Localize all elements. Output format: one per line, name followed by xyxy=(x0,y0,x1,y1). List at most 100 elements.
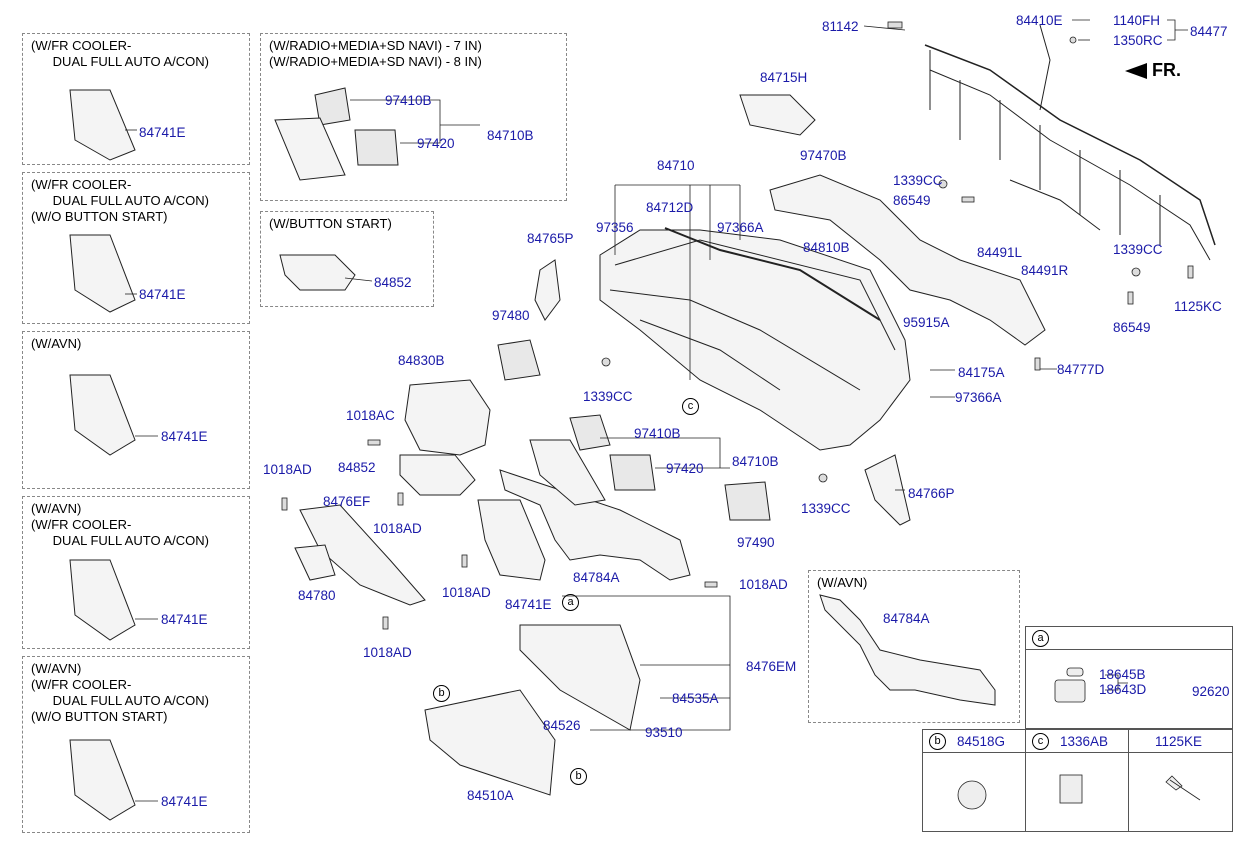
part-label-97490: 97490 xyxy=(737,535,775,550)
part-label-84765p: 84765P xyxy=(527,231,574,246)
part-label-84712d: 84712D xyxy=(646,200,694,215)
side-cover-84766p xyxy=(864,454,911,526)
cowl-cross-bar xyxy=(924,24,1216,261)
part-label-1339cc-b: 1339CC xyxy=(1113,242,1163,257)
part-label-84715h: 84715H xyxy=(760,70,808,85)
glove-box xyxy=(424,689,556,796)
button-start-title: (W/BUTTON START) xyxy=(269,216,392,231)
part-label-97366a-top: 97366A xyxy=(717,220,764,235)
inset-fascia-3 xyxy=(69,374,136,456)
inset-fascia-2 xyxy=(69,234,136,313)
radio-vent-b xyxy=(354,129,399,166)
detail-icons xyxy=(957,667,1201,810)
shroud xyxy=(399,454,476,496)
defroster-strip xyxy=(664,227,881,321)
part-label-8476em: 8476EM xyxy=(746,659,797,674)
callout-b-diagram-2: b xyxy=(570,766,587,785)
inset-fascia-4 xyxy=(69,559,136,641)
part-label-84777d: 84777D xyxy=(1057,362,1105,377)
vent-97420 xyxy=(609,454,656,491)
crash-pad-panel xyxy=(599,229,911,451)
cover-84780 xyxy=(294,544,336,581)
callout-b-diagram-1: b xyxy=(433,683,450,702)
part-label-84491l: 84491L xyxy=(977,245,1023,260)
part-label-1339cc-c: 1339CC xyxy=(583,389,633,404)
detail-d-part: 1125KE xyxy=(1155,734,1203,749)
part-label-97356: 97356 xyxy=(596,220,634,235)
part-label-1018ad-c: 1018AD xyxy=(442,585,491,600)
front-direction-indicator: FR. xyxy=(1125,60,1181,81)
inset-box-3-part: 84741E xyxy=(161,429,208,444)
part-label-1018ad-d: 1018AD xyxy=(739,577,788,592)
detail-d-cell: 1125KE xyxy=(1128,729,1233,832)
vent-97490 xyxy=(724,481,771,521)
inset-box-4-part: 84741E xyxy=(161,612,208,627)
button-start-shroud xyxy=(279,254,356,291)
inset-box-4: (W/AVN) (W/FR COOLER- DUAL FULL AUTO A/C… xyxy=(22,496,250,649)
part-label-84741e: 84741E xyxy=(505,597,552,612)
part-label-1350rc: 1350RC xyxy=(1113,33,1163,48)
vent-97480 xyxy=(497,339,541,381)
part-label-84780: 84780 xyxy=(298,588,336,603)
lower-trim xyxy=(499,469,691,581)
avn-trim-title: (W/AVN) xyxy=(817,575,868,590)
button-start-box: (W/BUTTON START) 84852 xyxy=(260,211,434,307)
nav-bezel xyxy=(529,439,606,506)
avn-trim xyxy=(819,594,996,706)
inset-box-2-part: 84741E xyxy=(139,287,186,302)
part-label-81142: 81142 xyxy=(822,19,859,34)
part-label-8476ef: 8476EF xyxy=(323,494,371,509)
part-label-1018ad-e: 1018AD xyxy=(363,645,412,660)
part-label-97410b: 97410B xyxy=(634,426,681,441)
part-label-93510: 93510 xyxy=(645,725,683,740)
part-label-97470b: 97470B xyxy=(800,148,847,163)
glove-box-housing xyxy=(519,624,641,731)
air-duct xyxy=(769,174,1046,346)
detail-a-assembly: 92620 xyxy=(1192,684,1230,699)
part-label-1140fh: 1140FH xyxy=(1113,13,1161,28)
vent-97410b xyxy=(569,414,611,451)
detail-b-header: b 84518G xyxy=(923,730,1025,753)
part-label-84852: 84852 xyxy=(338,460,376,475)
detail-d-header: 1125KE xyxy=(1129,730,1232,753)
bracket-84715h xyxy=(739,94,816,136)
avn-trim-box: (W/AVN) 84784A xyxy=(808,570,1020,723)
inset-box-1-title: (W/FR COOLER- DUAL FULL AUTO A/CON) xyxy=(31,38,209,69)
detail-c-header: c 1336AB xyxy=(1026,730,1128,753)
part-label-86549-a: 86549 xyxy=(893,193,931,208)
part-label-84410e: 84410E xyxy=(1016,13,1063,28)
front-direction-label: FR. xyxy=(1152,60,1182,80)
part-label-1339cc-d: 1339CC xyxy=(801,501,851,516)
cluster-fascia xyxy=(404,379,491,456)
part-label-84784a: 84784A xyxy=(573,570,620,585)
fasteners xyxy=(281,21,1194,630)
center-fascia xyxy=(477,499,546,581)
detail-a-part-1: 18645B xyxy=(1099,667,1146,682)
detail-c-callout: c xyxy=(1032,733,1049,750)
detail-a-callout: a xyxy=(1032,630,1049,647)
part-label-84491r: 84491R xyxy=(1021,263,1069,278)
callout-c-diagram: c xyxy=(682,396,699,415)
radio-bezel xyxy=(274,117,346,181)
inset-box-1: (W/FR COOLER- DUAL FULL AUTO A/CON) 8474… xyxy=(22,33,250,165)
detail-a-cell: a 18645B 18643D 92620 xyxy=(1025,626,1233,729)
leader-lines xyxy=(125,19,1188,802)
part-label-1339cc-a: 1339CC xyxy=(893,173,943,188)
inset-box-5-title: (W/AVN) (W/FR COOLER- DUAL FULL AUTO A/C… xyxy=(31,661,209,724)
callout-a-diagram: a xyxy=(562,592,579,611)
avn-trim-part: 84784A xyxy=(883,611,930,626)
detail-c-part: 1336AB xyxy=(1060,734,1109,749)
part-label-97366a: 97366A xyxy=(955,390,1002,405)
part-label-86549-b: 86549 xyxy=(1113,320,1151,335)
part-label-1018ad-a: 1018AD xyxy=(263,462,312,477)
part-label-84766p: 84766P xyxy=(908,486,955,501)
radio-option-title: (W/RADIO+MEDIA+SD NAVI) - 7 IN) (W/RADIO… xyxy=(269,38,482,69)
detail-b-cell: b 84518G xyxy=(922,729,1026,832)
part-label-84526: 84526 xyxy=(543,718,581,733)
detail-a-header: a xyxy=(1026,627,1232,650)
radio-part-97410b: 97410B xyxy=(385,93,432,108)
part-label-84535a: 84535A xyxy=(672,691,719,706)
inset-box-5-part: 84741E xyxy=(161,794,208,809)
detail-c-cell: c 1336AB xyxy=(1025,729,1129,832)
